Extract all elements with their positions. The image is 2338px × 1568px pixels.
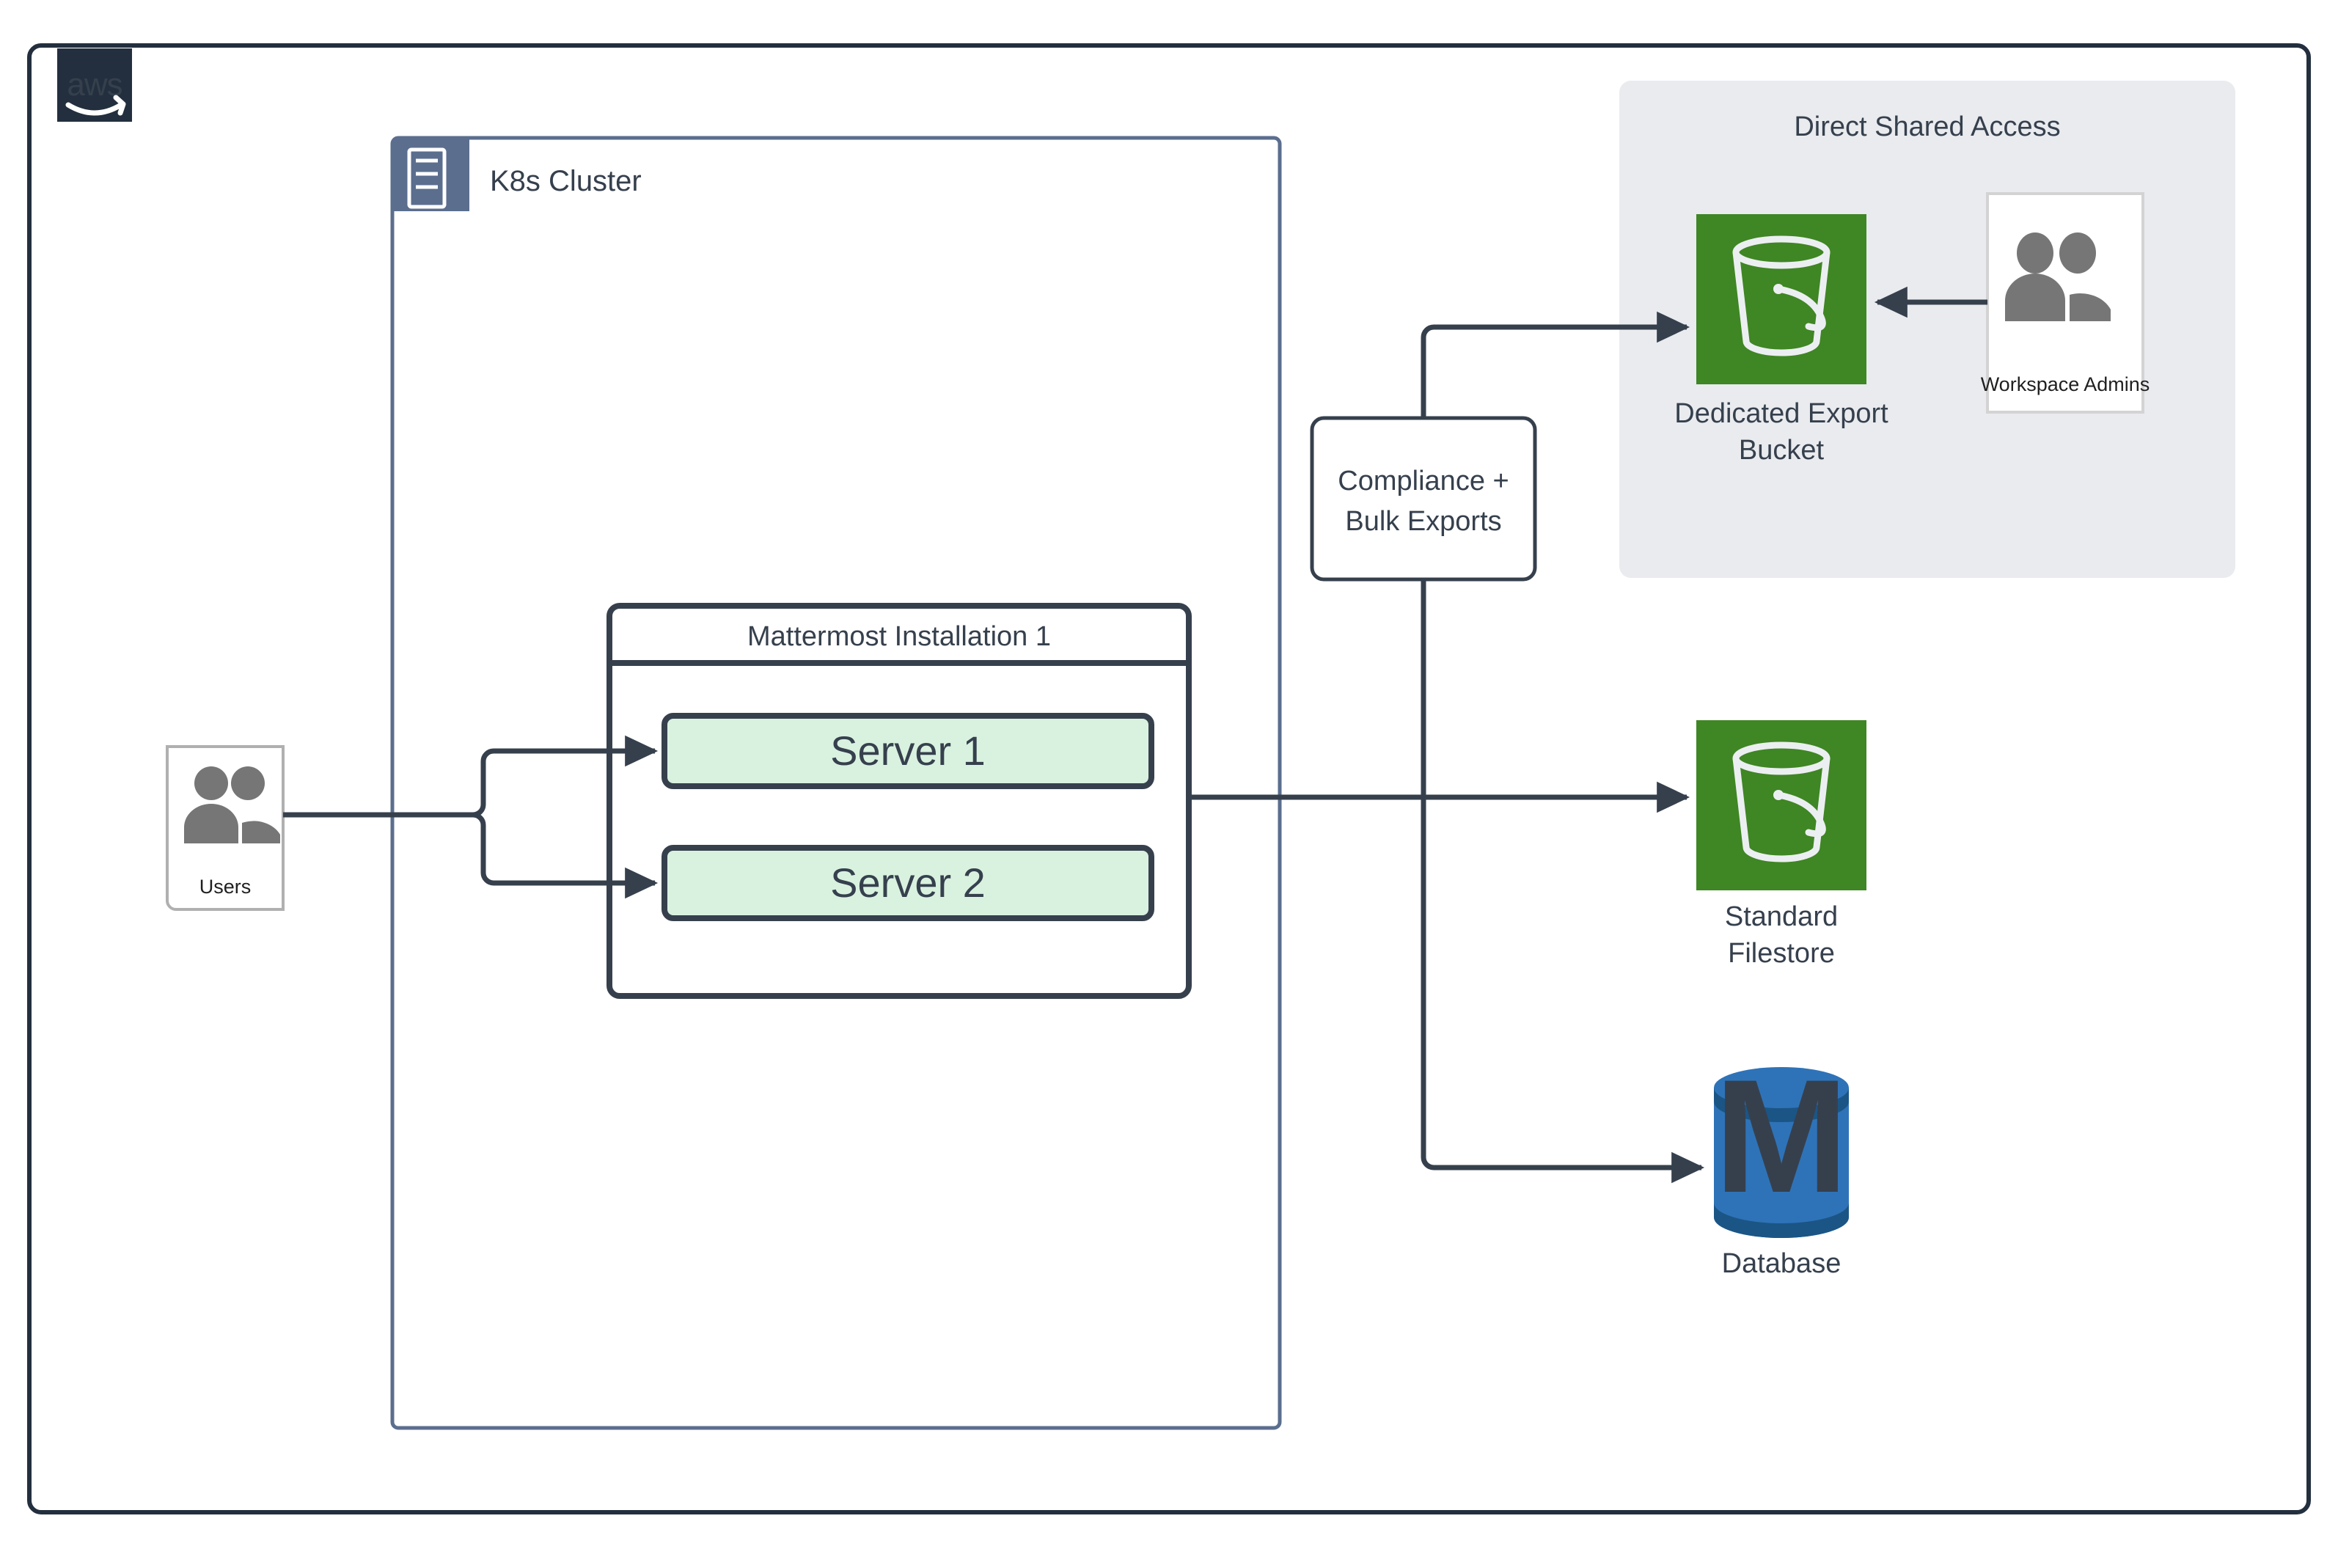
mattermost-installation-box: Mattermost Installation 1 — [607, 603, 1192, 999]
database-glyph: M — [1714, 1046, 1848, 1226]
dedicated-export-bucket-node[interactable]: Dedicated Export Bucket — [1674, 214, 1888, 466]
standard-filestore-label-line2: Filestore — [1728, 938, 1835, 969]
standard-filestore-node[interactable]: Standard Filestore — [1696, 720, 1866, 969]
standard-filestore-label-line1: Standard — [1725, 901, 1838, 932]
edge-exports-to-export-bucket — [1421, 311, 1690, 418]
k8s-cluster-title: K8s Cluster — [490, 165, 642, 197]
server-2-node[interactable]: Server 2 — [662, 845, 1154, 921]
edge-exports-to-database — [1421, 579, 1705, 1184]
compliance-bulk-exports-node[interactable]: Compliance + Bulk Exports — [1310, 416, 1537, 582]
export-bucket-label-line1: Dedicated Export — [1674, 398, 1888, 429]
users-icon — [2005, 232, 2111, 321]
server-rack-icon — [407, 147, 447, 209]
workspace-admins-node[interactable]: Workspace Admins — [1981, 192, 2150, 414]
exports-label-line1: Compliance + — [1338, 466, 1509, 497]
exports-label-line2: Bulk Exports — [1345, 506, 1501, 537]
database-label: Database — [1722, 1248, 1842, 1279]
server-2-label: Server 2 — [830, 860, 986, 906]
users-node[interactable]: Users — [166, 745, 285, 911]
server-1-label: Server 1 — [830, 728, 986, 774]
server-1-node[interactable]: Server 1 — [662, 713, 1154, 789]
direct-shared-access-title: Direct Shared Access — [1794, 111, 2060, 142]
database-node[interactable]: M Database — [1714, 1046, 1849, 1279]
users-label: Users — [199, 876, 252, 898]
s3-bucket-icon — [1732, 741, 1831, 862]
database-cylinder-icon: M — [1714, 1046, 1849, 1238]
edge-users-to-server-2 — [469, 812, 659, 899]
export-bucket-label-line2: Bucket — [1739, 435, 1825, 466]
s3-bucket-icon — [1732, 235, 1831, 356]
users-icon — [184, 766, 280, 843]
installation-title: Mattermost Installation 1 — [747, 621, 1051, 652]
aws-logo: aws — [57, 48, 132, 122]
workspace-admins-label: Workspace Admins — [1981, 373, 2150, 395]
